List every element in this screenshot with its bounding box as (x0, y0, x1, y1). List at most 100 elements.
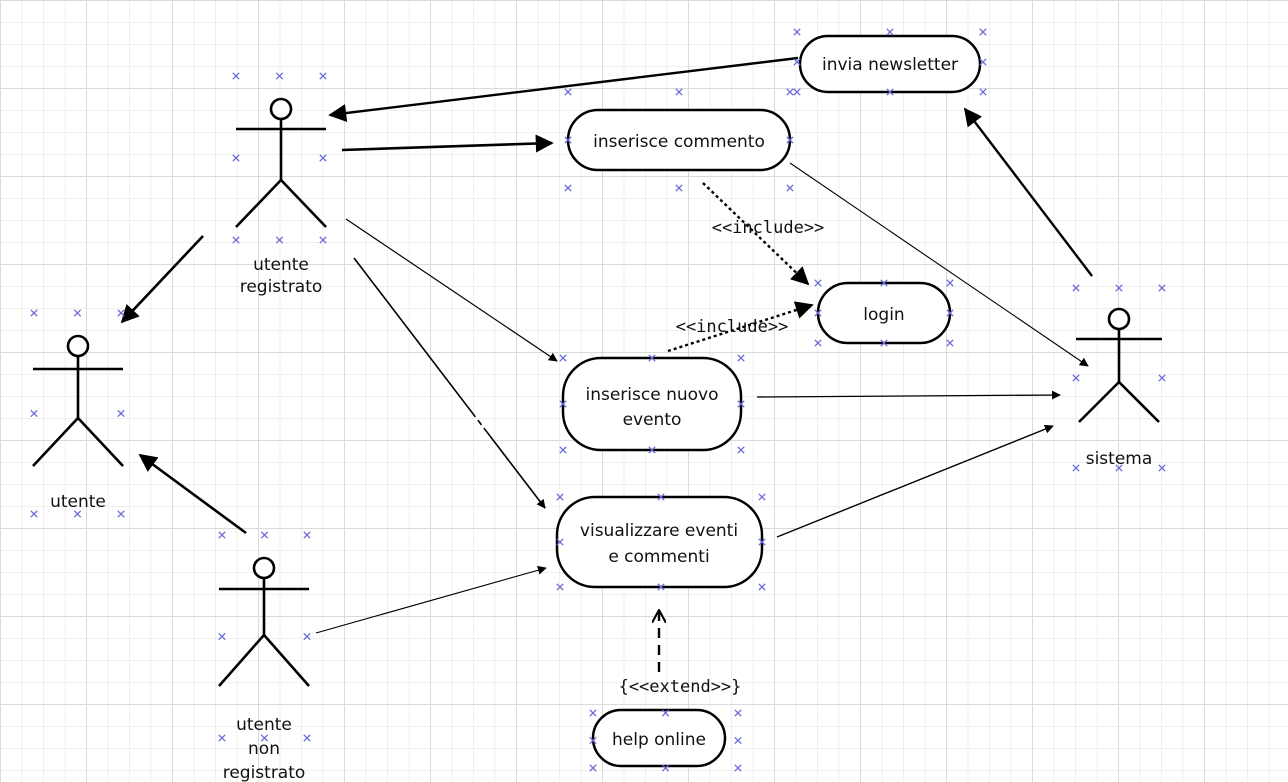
use-case-inserisce-nuovo-evento[interactable]: inserisce nuovo evento (561, 356, 743, 452)
edge-commento-to-sistema[interactable] (789, 162, 1089, 367)
selection-handle-mark (648, 446, 656, 454)
selection-handle-mark (737, 354, 745, 362)
selection-handle-mark (786, 88, 794, 96)
selection-handle-mark (73, 309, 82, 317)
actor-utente-icon[interactable] (32, 334, 124, 467)
use-case-label-line2: e commenti (608, 547, 709, 567)
selection-handle-mark (880, 279, 888, 287)
selection-handle-mark (737, 446, 745, 454)
edge-nonregistered-generalizes-utente[interactable] (138, 453, 247, 535)
selection-handle-mark (218, 632, 226, 641)
selection-handle-mark (589, 709, 597, 717)
actor-label: sistema (1086, 449, 1153, 469)
selection-handle-mark (734, 764, 742, 772)
selection-handle-mark (946, 339, 954, 347)
selection-handle-mark (793, 88, 801, 96)
actor-utente-non-registrato-icon[interactable] (218, 556, 310, 687)
actor-sistema-icon[interactable] (1076, 307, 1162, 423)
selection-handle-mark (589, 764, 597, 772)
use-case-help-online[interactable]: help online (591, 708, 727, 768)
selection-handle-mark (880, 339, 888, 347)
selection-handle-mark (232, 72, 240, 80)
use-case-label: inserisce commento (593, 132, 765, 152)
selection-handle-mark (675, 184, 683, 192)
edge-include-evento-login[interactable] (667, 301, 814, 353)
edge-registered-to-visualizzare[interactable] (353, 257, 546, 509)
selection-handle-mark (1115, 464, 1123, 472)
selection-handle-mark (979, 88, 987, 96)
include-label-2: <<include>> (676, 317, 789, 337)
actor-utente-registrato-icon[interactable] (235, 97, 327, 228)
selection-handle-mark (260, 734, 269, 742)
selection-handle-mark (648, 354, 656, 362)
use-case-label: help online (612, 730, 706, 750)
selection-handle-mark (319, 154, 327, 162)
actor-label-line2: non (248, 739, 280, 759)
use-case-label: invia newsletter (822, 55, 958, 75)
selection-handle-mark (661, 764, 670, 772)
selection-handle-mark (814, 279, 822, 287)
selection-handle-mark (814, 309, 822, 317)
edge-nonregistered-to-visualizzare[interactable] (315, 565, 547, 634)
edge-newsletter-to-registered[interactable] (328, 56, 799, 122)
use-case-label-line1: inserisce nuovo (585, 385, 718, 405)
selection-handle-mark (559, 446, 567, 454)
edge-registered-to-commento[interactable] (341, 134, 554, 153)
selection-handle-mark (979, 58, 987, 66)
selection-handle-mark (218, 531, 226, 539)
selection-handle-mark (814, 339, 822, 347)
selection-handle-mark (734, 736, 742, 745)
selection-handle-mark (30, 309, 38, 317)
selection-handle-mark (1158, 464, 1166, 472)
actor-label-line1: utente (236, 715, 292, 735)
selection-handle-mark (1072, 374, 1080, 382)
edge-evento-to-sistema[interactable] (756, 390, 1061, 400)
selection-handle-mark (886, 28, 894, 36)
selection-handle-mark (737, 400, 745, 408)
selection-handle-mark (218, 734, 226, 742)
extend-label: {<<extend>>} (619, 677, 742, 697)
selection-handle-mark (319, 236, 327, 244)
selection-handle-mark (319, 72, 327, 80)
selection-handle-mark (1115, 284, 1123, 292)
selection-handle-mark (758, 493, 766, 501)
use-case-visualizzare-eventi[interactable]: visualizzare eventi e commenti (555, 495, 764, 589)
selection-handle-mark (946, 279, 954, 287)
selection-handle-mark (303, 632, 311, 641)
edge-registered-to-evento[interactable] (345, 218, 558, 362)
selection-handle-mark (661, 709, 670, 717)
selection-handle-mark (73, 510, 82, 518)
use-case-inserisce-commento[interactable]: inserisce commento (566, 108, 792, 172)
include-label-1: <<include>> (712, 218, 825, 238)
selection-handle-mark (275, 236, 284, 244)
selection-handle-mark (657, 583, 665, 591)
use-case-invia-newsletter[interactable]: invia newsletter (798, 34, 982, 94)
edge-registered-generalizes-utente[interactable] (120, 235, 204, 324)
edge-include-commento-login[interactable] (702, 182, 810, 286)
selection-handle-mark (117, 510, 125, 518)
selection-handle-mark (564, 184, 572, 192)
selection-handle-mark (30, 409, 38, 418)
use-case-label: login (863, 305, 904, 325)
selection-handle-mark (1158, 284, 1166, 292)
selection-handle-mark (232, 154, 240, 162)
connectors (120, 56, 1093, 672)
selection-handle-mark (1158, 374, 1166, 382)
selection-handle-mark (657, 493, 665, 501)
selection-handle-mark (556, 493, 564, 501)
selection-handle-mark (117, 309, 125, 317)
selection-handle-mark (758, 538, 766, 546)
selection-handle-mark (275, 72, 284, 80)
edge-visualizzare-to-sistema[interactable] (776, 424, 1054, 538)
selection-handle-mark (589, 736, 597, 745)
actor-label-line1: utente (253, 255, 309, 275)
selection-handle-mark (979, 28, 987, 36)
selection-handle-mark (758, 583, 766, 591)
edge-sistema-to-newsletter[interactable] (963, 107, 1093, 277)
selection-handle-mark (564, 88, 572, 96)
selection-handle-mark (559, 400, 567, 408)
selection-handles (30, 28, 1166, 772)
use-case-login[interactable]: login (816, 281, 952, 345)
selection-handle-mark (303, 734, 311, 742)
